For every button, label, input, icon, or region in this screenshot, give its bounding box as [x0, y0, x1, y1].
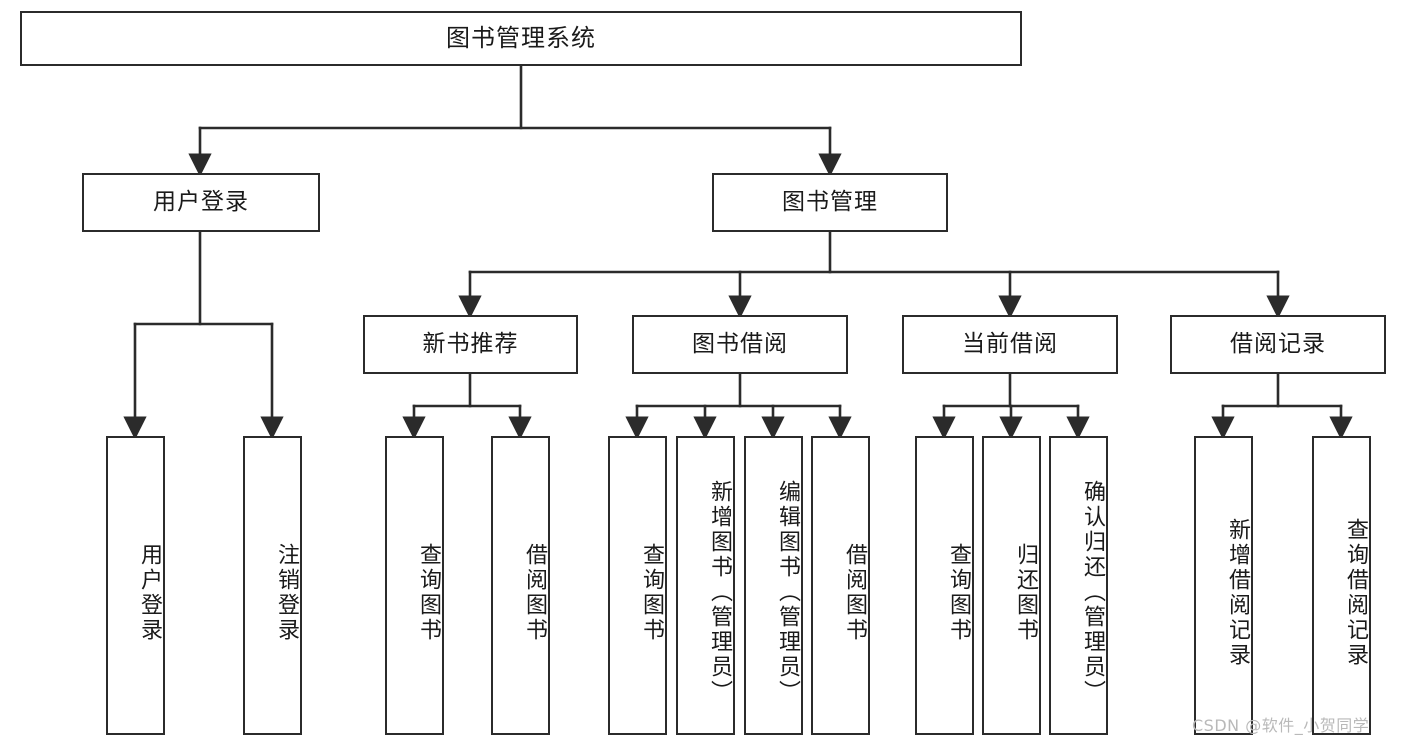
leaf-record-add[interactable]: 新增借阅记录: [1194, 436, 1253, 735]
node-label: 用户登录: [153, 188, 249, 215]
node-label: 归还图书: [1013, 542, 1038, 643]
node-label: 借阅记录: [1230, 330, 1326, 357]
node-label: 当前借阅: [962, 330, 1058, 357]
csdn-watermark: CSDN @软件_小贺同学: [1192, 716, 1370, 735]
node-label: 注销登录: [274, 542, 299, 643]
leaf-new-book-borrow[interactable]: 借阅图书: [491, 436, 550, 735]
node-label: 借阅图书: [522, 542, 547, 643]
node-borrow-record[interactable]: 借阅记录: [1170, 315, 1386, 374]
leaf-user-login-signin[interactable]: 用户登录: [106, 436, 165, 735]
node-label: 图书借阅: [692, 330, 788, 357]
node-current-borrow[interactable]: 当前借阅: [902, 315, 1118, 374]
node-book-management[interactable]: 图书管理: [712, 173, 948, 232]
node-label: 用户登录: [137, 542, 162, 643]
node-label: 查询图书: [639, 542, 664, 643]
leaf-record-query[interactable]: 查询借阅记录: [1312, 436, 1371, 735]
node-label: 新书推荐: [422, 330, 519, 357]
leaf-borrow-edit-book[interactable]: 编辑图书（管理员）: [744, 436, 803, 735]
leaf-current-query-book[interactable]: 查询图书: [915, 436, 974, 735]
leaf-user-login-logout[interactable]: 注销登录: [243, 436, 302, 735]
node-label: 查询图书: [946, 542, 971, 643]
leaf-borrow-borrow-book[interactable]: 借阅图书: [811, 436, 870, 735]
node-new-book-recommend[interactable]: 新书推荐: [363, 315, 578, 374]
node-user-login[interactable]: 用户登录: [82, 173, 320, 232]
leaf-current-return-book[interactable]: 归还图书: [982, 436, 1041, 735]
node-root-system[interactable]: 图书管理系统: [20, 11, 1022, 66]
node-label: 查询借阅记录: [1343, 517, 1368, 668]
node-label: 查询图书: [416, 542, 441, 643]
node-label: 图书管理: [782, 188, 878, 215]
node-book-borrow[interactable]: 图书借阅: [632, 315, 848, 374]
node-label: 确认归还（管理员）: [1080, 480, 1105, 705]
leaf-new-book-query[interactable]: 查询图书: [385, 436, 444, 735]
node-label: 新增图书（管理员）: [707, 480, 732, 705]
leaf-current-confirm-return[interactable]: 确认归还（管理员）: [1049, 436, 1108, 735]
leaf-borrow-query-book[interactable]: 查询图书: [608, 436, 667, 735]
node-label: 编辑图书（管理员）: [775, 480, 800, 705]
node-label: 借阅图书: [842, 542, 867, 643]
node-label: 图书管理系统: [446, 24, 596, 53]
leaf-borrow-add-book[interactable]: 新增图书（管理员）: [676, 436, 735, 735]
node-label: 新增借阅记录: [1225, 517, 1250, 668]
